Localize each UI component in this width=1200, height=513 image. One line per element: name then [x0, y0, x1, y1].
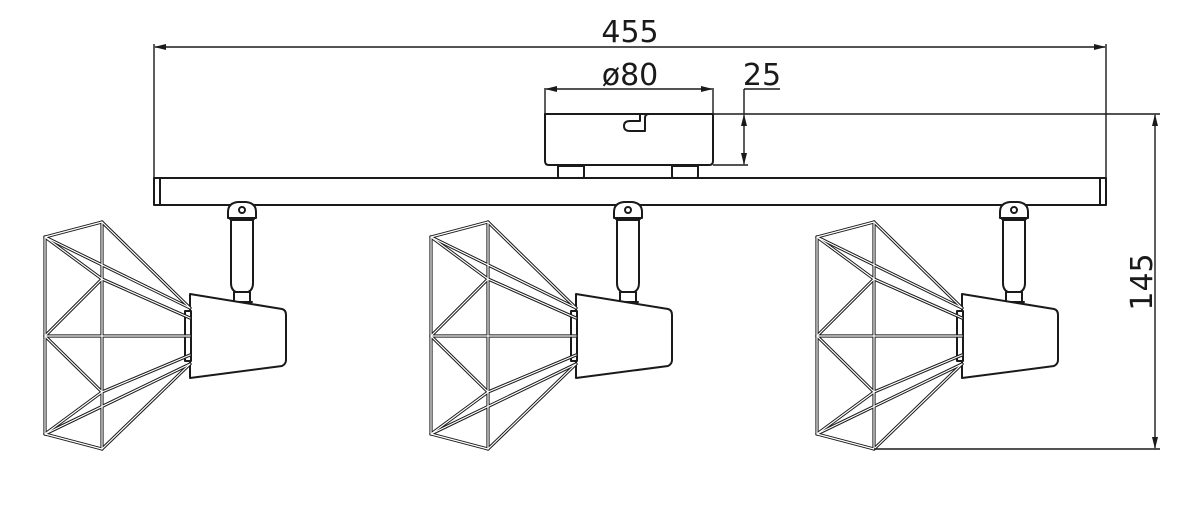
- dimension-label-455: 455: [601, 15, 658, 50]
- spotlight-1: [43, 200, 288, 451]
- dimension-canopy-diameter: ø80: [544, 58, 714, 114]
- dimension-label-145: 145: [1125, 253, 1160, 310]
- dimension-label-25: 25: [743, 58, 781, 93]
- dimension-overall-height: 145: [874, 114, 1160, 450]
- canopy: [544, 113, 714, 183]
- spotlight-3: [815, 200, 1060, 451]
- spotlight-2: [429, 200, 674, 451]
- dimension-canopy-height: 25: [713, 58, 1160, 166]
- dimension-overall-width: 455: [153, 15, 1107, 178]
- mounting-bar: [153, 177, 1107, 206]
- dimension-label-80: ø80: [602, 58, 659, 93]
